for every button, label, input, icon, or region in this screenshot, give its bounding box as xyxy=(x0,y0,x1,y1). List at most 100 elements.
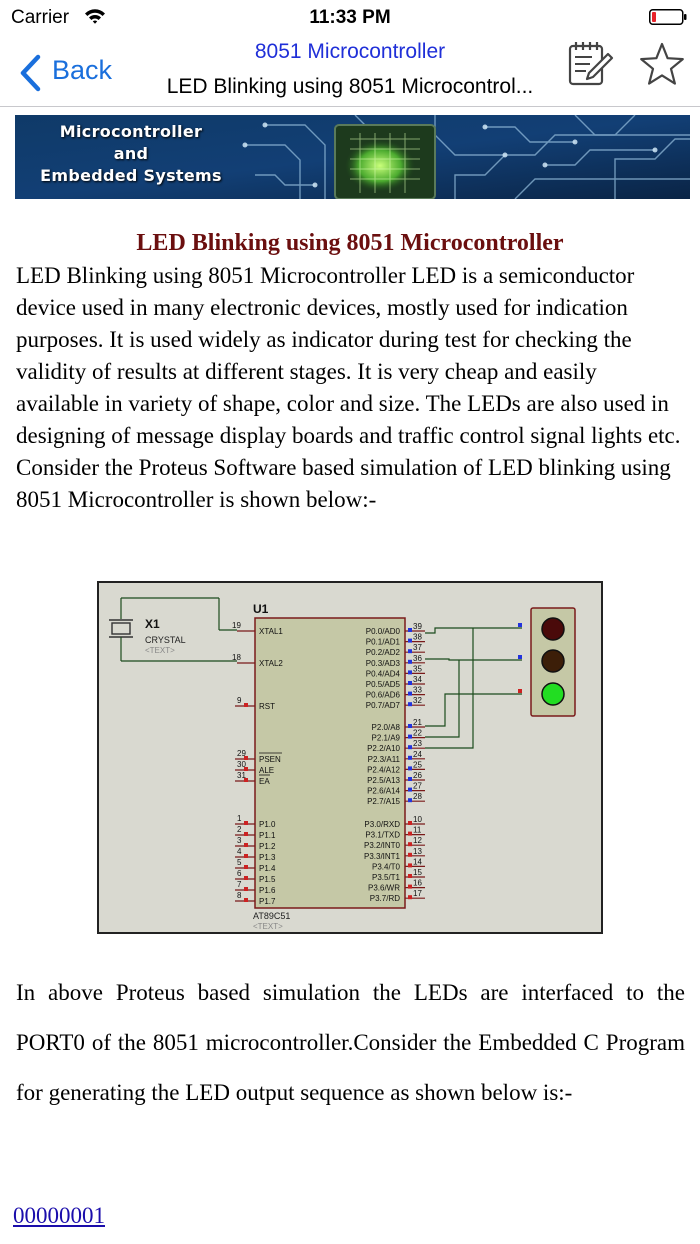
header-banner: Microcontroller and Embedded Systems xyxy=(15,115,690,199)
right-pin-name: P0.5/AD5 xyxy=(366,680,401,689)
pin-marker xyxy=(408,895,412,900)
article-intro: LED Blinking using 8051 Microcontroller … xyxy=(16,263,681,512)
led-terminal-marker xyxy=(518,623,522,627)
article-content: LED Blinking using 8051 Microcontroller … xyxy=(16,226,684,516)
article-paragraph-2: In above Proteus based simulation the LE… xyxy=(16,980,685,1105)
right-pin-number: 13 xyxy=(413,847,422,856)
chip-ref: U1 xyxy=(253,602,269,616)
right-pin-name: P2.6/A14 xyxy=(367,787,400,796)
pin-marker xyxy=(244,865,248,869)
pin-marker xyxy=(244,756,248,760)
pin-marker xyxy=(244,703,248,707)
star-icon[interactable] xyxy=(639,42,685,86)
right-pin-name: P3.2/INT0 xyxy=(364,841,401,850)
led-wires xyxy=(425,627,522,749)
pin-marker xyxy=(244,898,248,902)
right-pin-name: P3.6/WR xyxy=(368,884,400,893)
pin-marker xyxy=(408,852,412,857)
left-pin-number: 3 xyxy=(237,836,242,845)
right-pin-number: 26 xyxy=(413,771,422,780)
chip-part: AT89C51 xyxy=(253,911,290,921)
right-pin-name: P3.3/INT1 xyxy=(364,852,401,861)
left-pin-number: 7 xyxy=(237,880,242,889)
left-pin-number: 2 xyxy=(237,825,242,834)
pin-marker xyxy=(244,876,248,880)
banner-line-1: Microcontroller xyxy=(59,122,203,141)
left-pin-name: XTAL1 xyxy=(259,627,283,636)
right-pin-number: 17 xyxy=(413,889,422,898)
right-pin-number: 37 xyxy=(413,643,422,652)
left-pin-name: P1.0 xyxy=(259,820,276,829)
led-terminal-marker xyxy=(518,689,522,693)
pin-marker xyxy=(408,628,412,632)
article-title: LED Blinking using 8051 Microcontroller xyxy=(136,230,564,256)
left-pin-name: P1.2 xyxy=(259,842,276,851)
right-pin-name: P2.7/A15 xyxy=(367,797,400,806)
pin-marker xyxy=(408,649,412,654)
right-pin-number: 21 xyxy=(413,718,422,727)
pin-marker xyxy=(408,724,412,728)
left-pin-number: 1 xyxy=(237,814,242,823)
left-pin-number: 30 xyxy=(237,760,246,769)
banner-caption: Microcontroller and Embedded Systems xyxy=(15,121,247,187)
pin-marker xyxy=(244,778,248,782)
pin-marker xyxy=(408,766,412,771)
right-pin-number: 22 xyxy=(413,729,422,738)
code-link[interactable]: 00000001 xyxy=(13,1203,105,1228)
left-pin-number: 4 xyxy=(237,847,242,856)
circuit-board-image xyxy=(15,115,690,199)
left-pin-number: 31 xyxy=(237,771,246,780)
led-off xyxy=(541,617,565,641)
battery-icon xyxy=(649,9,687,25)
right-pin-name: P2.2/A10 xyxy=(367,744,400,753)
back-label: Back xyxy=(52,55,113,85)
right-pin-number: 10 xyxy=(413,815,422,824)
right-pin-number: 32 xyxy=(413,696,422,705)
right-pin-number: 28 xyxy=(413,792,422,801)
left-pin-name: EA xyxy=(259,777,270,786)
crystal-text: <TEXT> xyxy=(145,646,175,655)
chip-body xyxy=(254,617,406,909)
pin-marker xyxy=(408,755,412,760)
right-pin-name: P2.5/A13 xyxy=(367,776,400,785)
pin-marker xyxy=(244,767,248,771)
pin-marker xyxy=(408,659,412,664)
right-pin-name: P3.0/RXD xyxy=(364,820,400,829)
led-off xyxy=(541,649,565,673)
left-pin-number: 18 xyxy=(232,653,241,662)
pin-marker xyxy=(408,734,412,739)
right-pin-number: 23 xyxy=(413,739,422,748)
pin-marker xyxy=(408,831,412,836)
left-pin-number: 8 xyxy=(237,891,242,900)
right-pin-name: P2.0/A8 xyxy=(372,723,401,732)
right-pin-name: P0.1/AD1 xyxy=(366,638,401,647)
crystal-ref: X1 xyxy=(145,617,160,631)
right-pin-number: 33 xyxy=(413,686,422,695)
status-bar: Carrier 11:33 PM xyxy=(0,0,700,36)
pin-marker xyxy=(244,832,248,836)
chip-left-pins: 19XTAL118XTAL29RST29PSEN30ALE31EA1P1.02P… xyxy=(232,621,283,906)
left-pin-name: XTAL2 xyxy=(259,659,283,668)
left-pin-name: PSEN xyxy=(259,755,281,764)
pin-marker xyxy=(244,887,248,891)
note-edit-icon[interactable] xyxy=(566,40,614,88)
pin-marker xyxy=(408,777,412,781)
right-pin-name: P0.2/AD2 xyxy=(366,648,401,657)
right-pin-name: P2.3/A11 xyxy=(368,755,401,764)
chip-right-pins: 39P0.0/AD038P0.1/AD137P0.2/AD236P0.3/AD3… xyxy=(364,622,425,903)
right-pin-name: P0.7/AD7 xyxy=(366,701,401,710)
right-pin-number: 27 xyxy=(413,782,422,791)
right-pin-name: P0.4/AD4 xyxy=(366,669,401,678)
pin-marker xyxy=(408,874,412,878)
nav-title: 8051 Microcontroller xyxy=(254,40,446,63)
right-pin-number: 12 xyxy=(413,836,422,845)
pin-marker xyxy=(408,670,412,675)
right-pin-number: 14 xyxy=(413,857,422,866)
pin-marker xyxy=(408,798,412,803)
right-pin-name: P3.4/T0 xyxy=(372,862,401,871)
crystal-part: CRYSTAL xyxy=(145,635,186,645)
led-terminal-marker xyxy=(518,655,522,659)
right-pin-name: P2.4/A12 xyxy=(367,765,400,774)
left-pin-name: RST xyxy=(259,702,275,711)
crystal-x1: X1 CRYSTAL <TEXT> xyxy=(109,597,237,662)
